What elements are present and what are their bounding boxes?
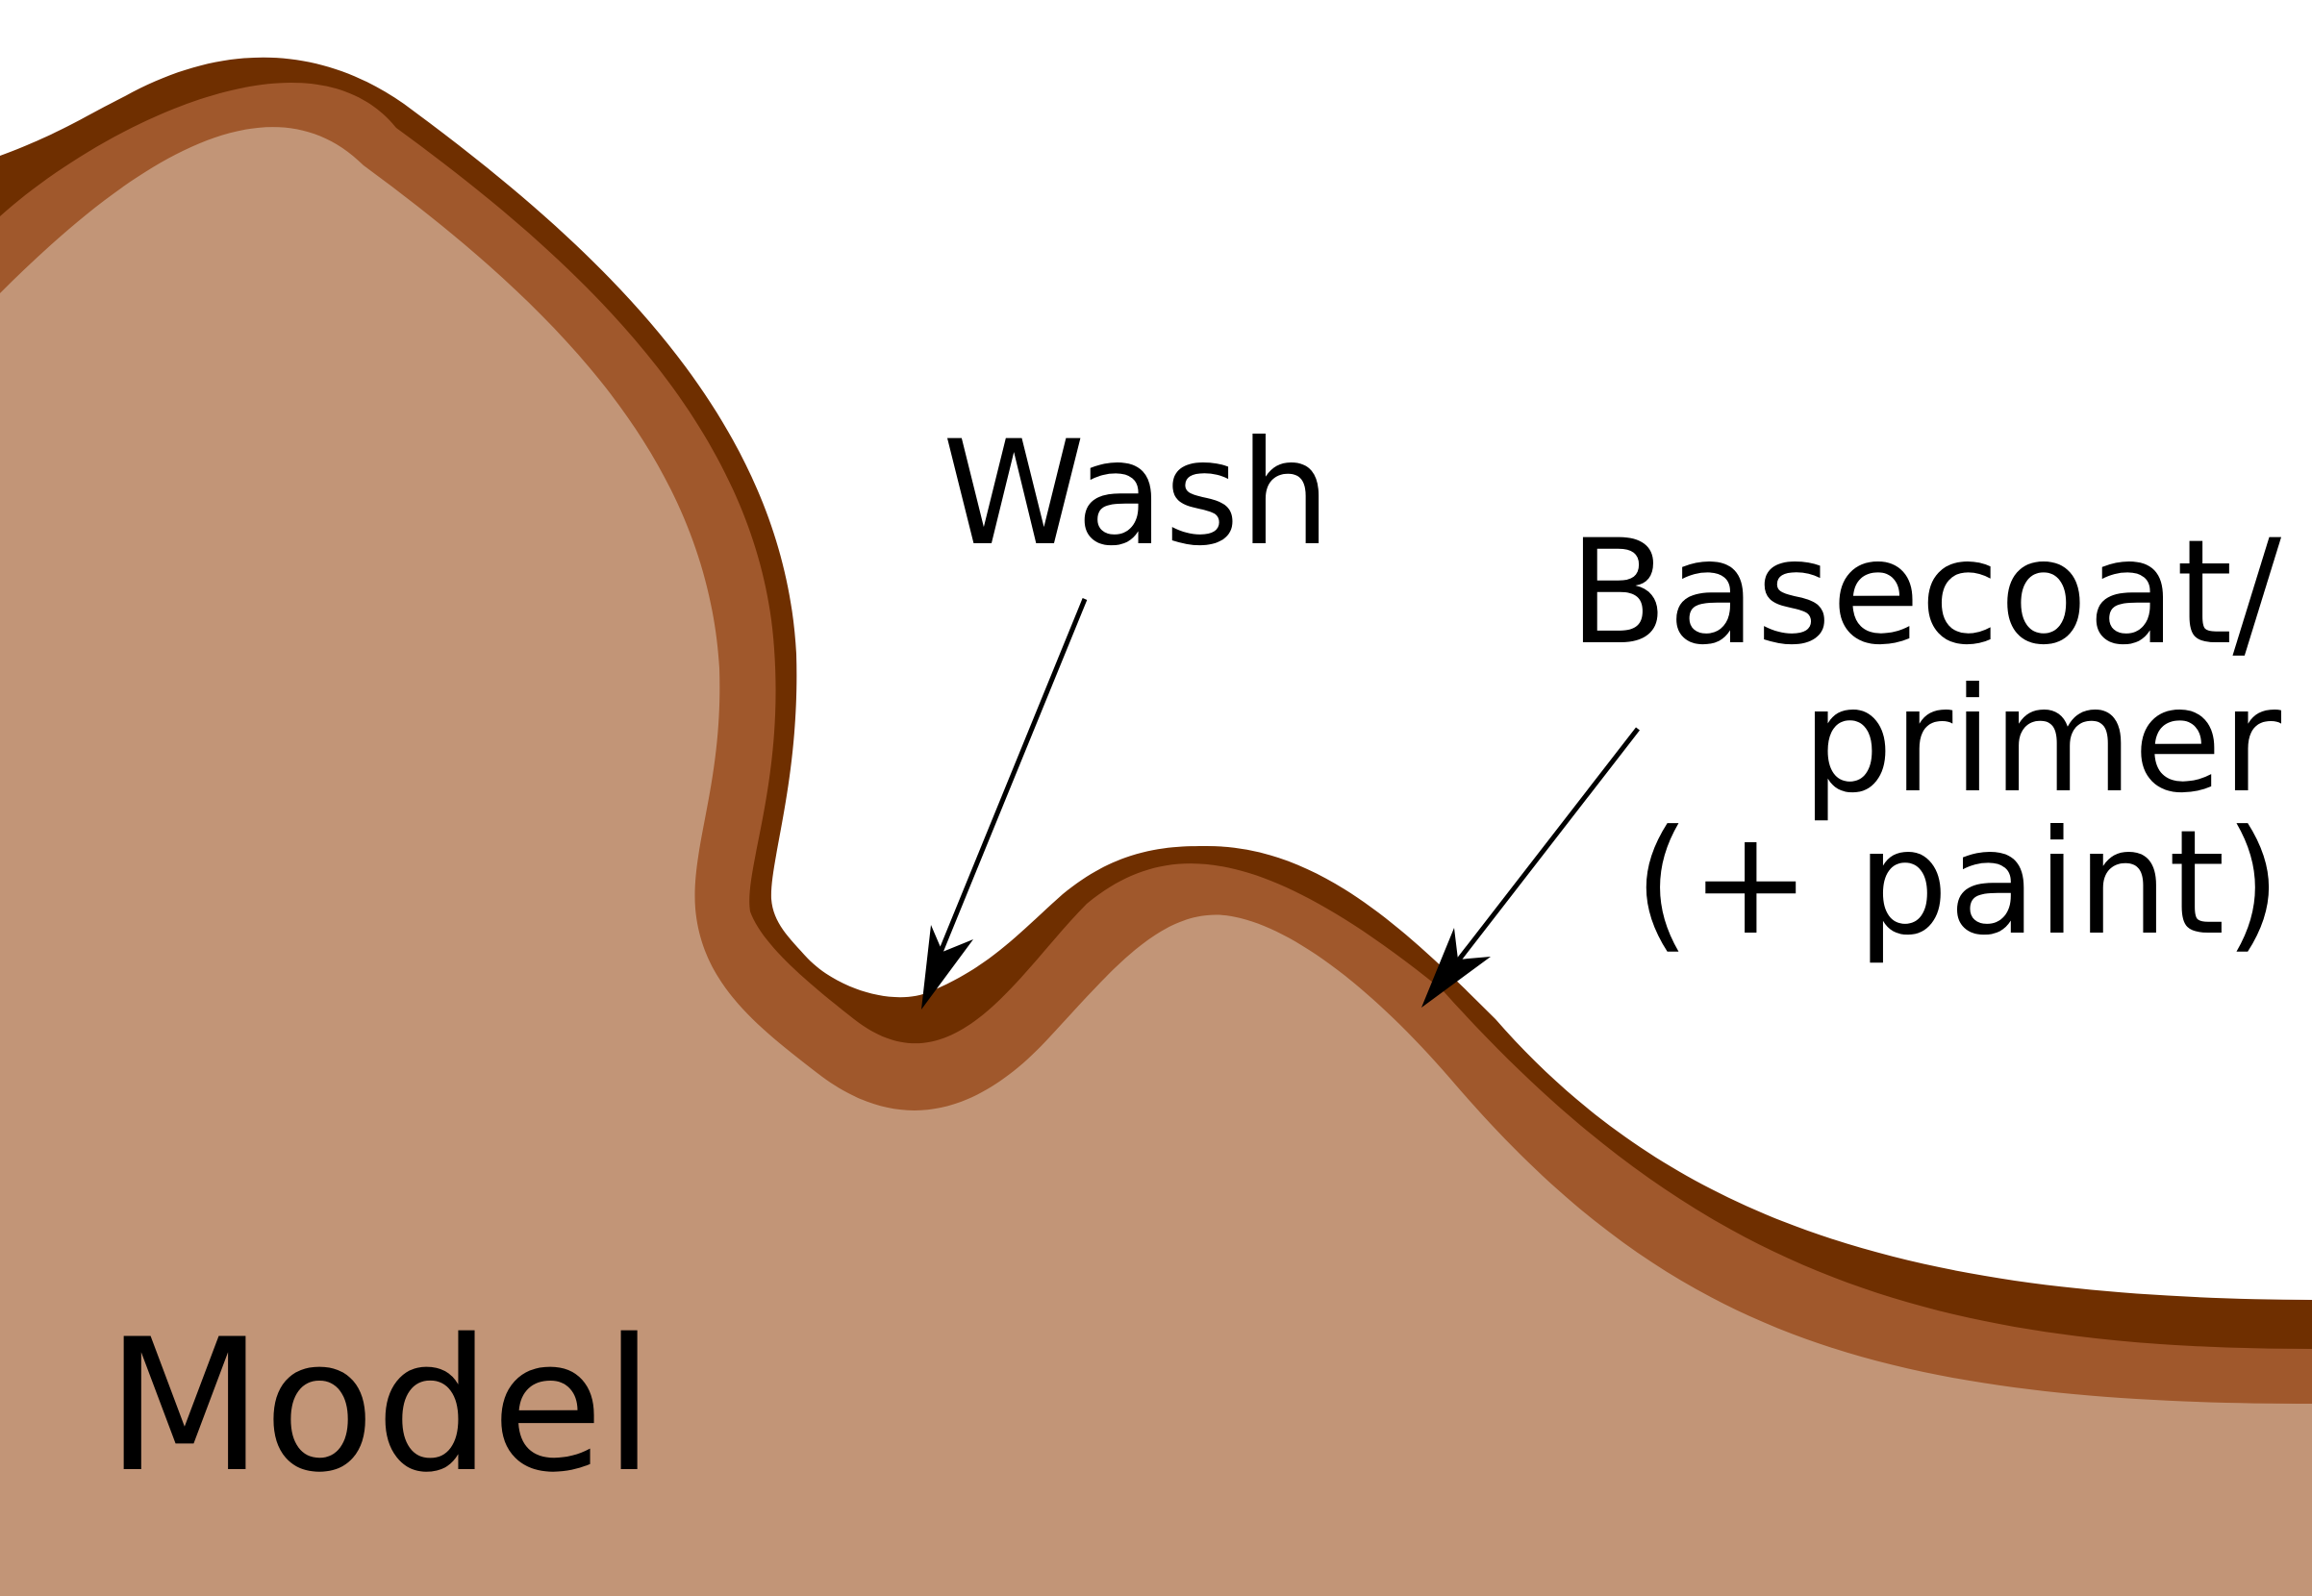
wash-arrow-line [932, 598, 1088, 967]
basecoat-arrow-line [1441, 727, 1640, 983]
model-label: Model [106, 1300, 654, 1512]
basecoat-label-line2: primer [1801, 658, 2281, 825]
basecoat-label-line1: Basecoat/ [1569, 510, 2281, 677]
model-body [0, 127, 2312, 1596]
basecoat-arrow-head [1421, 928, 1491, 1008]
wash-arrow-head [921, 925, 973, 1010]
basecoat-label-line3: (+ paint) [1634, 800, 2281, 967]
wash-label: Wash [942, 411, 1331, 578]
